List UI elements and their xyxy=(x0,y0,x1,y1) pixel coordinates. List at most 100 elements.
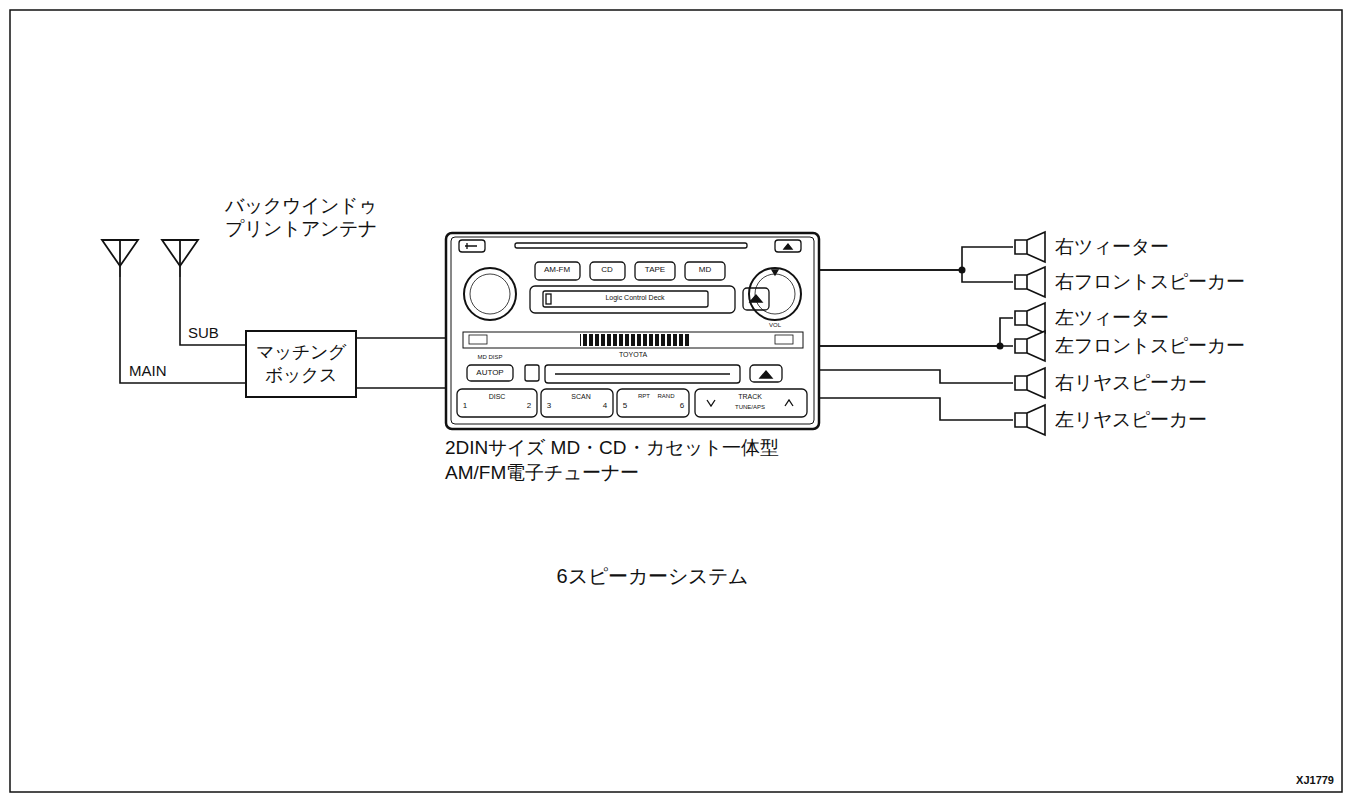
preset-number: 5 xyxy=(623,402,627,411)
display-icon xyxy=(469,335,487,344)
knob xyxy=(464,268,516,320)
wire xyxy=(820,318,1013,346)
preset-number: 1 xyxy=(463,402,467,411)
antenna-stem xyxy=(119,240,121,277)
speaker-symbol xyxy=(1015,267,1045,297)
cassette-window xyxy=(543,291,708,307)
wire xyxy=(180,277,245,345)
cassette-mark xyxy=(546,294,551,304)
wire xyxy=(357,337,445,339)
wire xyxy=(820,398,1013,420)
page-frame xyxy=(10,10,1342,792)
knob xyxy=(749,268,801,320)
preset-number: 4 xyxy=(603,402,607,411)
antenna: バックウインドゥ プリントアンテナ xyxy=(95,195,385,277)
button-label: MD DISP xyxy=(477,354,502,361)
antenna-label: バックウインドゥ プリントアンテナ xyxy=(225,195,396,241)
preset-number: 3 xyxy=(547,402,551,411)
unit-outline xyxy=(446,233,819,429)
button-label: TAPE xyxy=(645,266,665,275)
speaker-symbols xyxy=(1015,232,1045,435)
speaker-symbol xyxy=(1015,232,1045,262)
wire xyxy=(820,270,1013,282)
junction-dots xyxy=(959,267,1004,350)
button-label: SCAN xyxy=(571,393,590,401)
button-label: RPT xyxy=(638,393,650,400)
button xyxy=(459,240,485,252)
wire xyxy=(120,277,245,383)
head-unit-illustration xyxy=(446,233,819,429)
eject-icon xyxy=(750,295,762,302)
speaker: 右フロントスピーカー xyxy=(1013,267,1245,297)
display-icon xyxy=(775,335,793,344)
speaker: 左リヤスピーカー xyxy=(1013,405,1207,435)
speaker-symbol xyxy=(1015,303,1045,333)
matching-box: マッチング ボックス xyxy=(245,330,357,398)
speaker-symbol xyxy=(1015,331,1045,361)
button-label: MD xyxy=(699,266,711,275)
speaker-label: 左リヤスピーカー xyxy=(1055,405,1207,435)
eject-button xyxy=(775,240,801,252)
wire xyxy=(820,370,1013,383)
button xyxy=(695,389,807,417)
button xyxy=(535,262,580,280)
cassette-door xyxy=(530,286,735,313)
knob-label: VOL xyxy=(769,322,781,329)
unit-caption: 2DINサイズ MD・CD・カセット一体型 AM/FM電子チューナー xyxy=(445,436,795,485)
wire-label: MAIN xyxy=(127,363,169,380)
figure-caption: 6スピーカーシステム xyxy=(556,565,747,587)
antenna-symbols xyxy=(102,240,198,277)
button xyxy=(457,389,537,417)
speaker-label: 右ツィーター xyxy=(1055,232,1169,262)
speaker-symbol xyxy=(1015,405,1045,435)
md-slot xyxy=(545,365,740,383)
eject-button xyxy=(743,288,769,310)
eject-button xyxy=(750,365,782,382)
speaker-label: 左ツィーター xyxy=(1055,303,1169,333)
wire xyxy=(820,345,1013,347)
button xyxy=(525,365,539,381)
display-segments xyxy=(580,334,690,346)
speaker-label: 右フロントスピーカー xyxy=(1055,267,1245,297)
speaker: 右リヤスピーカー xyxy=(1013,368,1207,398)
button xyxy=(590,262,625,280)
figure-code: XJ1779 xyxy=(1296,774,1334,786)
button xyxy=(467,365,513,381)
wire xyxy=(820,247,1013,270)
speaker-label: 左フロントスピーカー xyxy=(1055,331,1245,361)
button-label: DISC xyxy=(489,393,506,401)
unit-face xyxy=(451,237,814,424)
wire-label: SUB xyxy=(186,325,221,342)
knob-marker xyxy=(772,270,778,275)
md-slot-line xyxy=(555,373,730,374)
speaker: 右ツィーター xyxy=(1013,232,1169,262)
eject-icon xyxy=(760,371,772,378)
speaker: 左ツィーター xyxy=(1013,303,1169,333)
cd-slot xyxy=(515,243,747,248)
button-label: RAND xyxy=(657,393,674,400)
button xyxy=(635,262,675,280)
box-label: マッチング ボックス xyxy=(254,341,348,388)
deck-label: Logic Control Deck xyxy=(605,294,664,302)
antenna-stem xyxy=(179,240,181,277)
display xyxy=(463,332,803,348)
brand-label: TOYOTA xyxy=(619,351,647,359)
button-label: TUNE/APS xyxy=(735,404,765,411)
preset-number: 6 xyxy=(680,402,684,411)
preset-number: 2 xyxy=(527,402,531,411)
button xyxy=(617,389,689,417)
speaker: 左フロントスピーカー xyxy=(1013,331,1245,361)
button xyxy=(541,389,613,417)
button-label: AM-FM xyxy=(544,266,570,275)
speaker-label: 右リヤスピーカー xyxy=(1055,368,1207,398)
wire xyxy=(357,387,445,389)
knob-ring xyxy=(755,274,795,314)
button-label: TRACK xyxy=(738,393,762,401)
button xyxy=(685,262,725,280)
eject-icon xyxy=(784,244,792,249)
button-label: CD xyxy=(601,266,613,275)
